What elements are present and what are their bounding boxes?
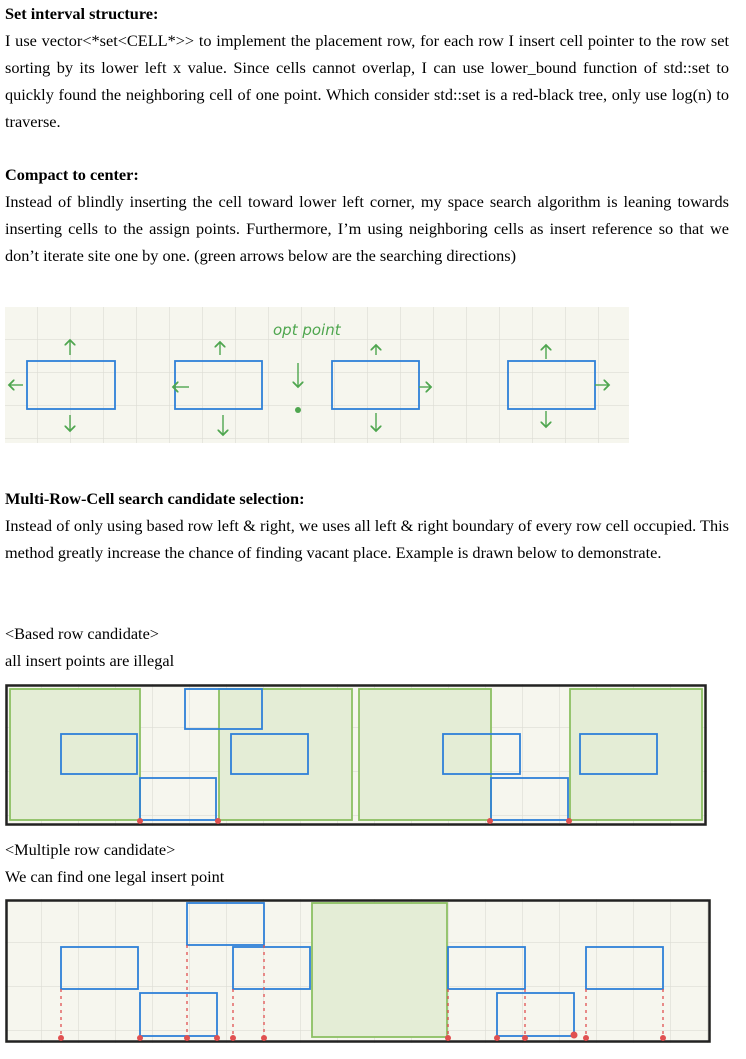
figure2-caption: <Multiple row candidate> xyxy=(5,840,176,859)
section-body-compact: Instead of blindly inserting the cell to… xyxy=(5,192,729,265)
placed-cells xyxy=(60,902,664,1037)
cell-example-1 xyxy=(9,340,116,431)
occupied-region xyxy=(311,902,448,1038)
placed-cells xyxy=(60,688,658,821)
opt-point-label: opt point xyxy=(273,321,342,339)
section-heading-compact: Compact to center: xyxy=(5,165,139,184)
section-body-multirow: Instead of only using based row left & r… xyxy=(5,516,729,562)
opt-point-dot xyxy=(295,407,301,413)
figure1-caption: <Based row candidate> xyxy=(5,624,159,643)
section-heading-interval: Set interval structure: xyxy=(5,4,159,23)
occupied-regions xyxy=(9,688,703,821)
cell-example-2 xyxy=(173,342,263,435)
cell-example-4 xyxy=(507,345,609,427)
figure-multiple-row-candidate xyxy=(5,899,711,1043)
section-heading-multirow: Multi-Row-Cell search candidate selectio… xyxy=(5,489,305,508)
section-body-interval: I use vector<*set<CELL*>> to implement t… xyxy=(5,31,729,131)
insert-points xyxy=(58,1031,666,1041)
figure-based-row-candidate xyxy=(5,684,707,826)
insert-points-illegal xyxy=(137,818,572,824)
figure2-note: We can find one legal insert point xyxy=(5,867,225,886)
figure1-note: all insert points are illegal xyxy=(5,651,175,670)
cell-example-3: opt point xyxy=(273,321,431,431)
candidate-projection-lines xyxy=(60,945,664,1037)
figure-compact-search-directions: opt point xyxy=(5,307,629,443)
